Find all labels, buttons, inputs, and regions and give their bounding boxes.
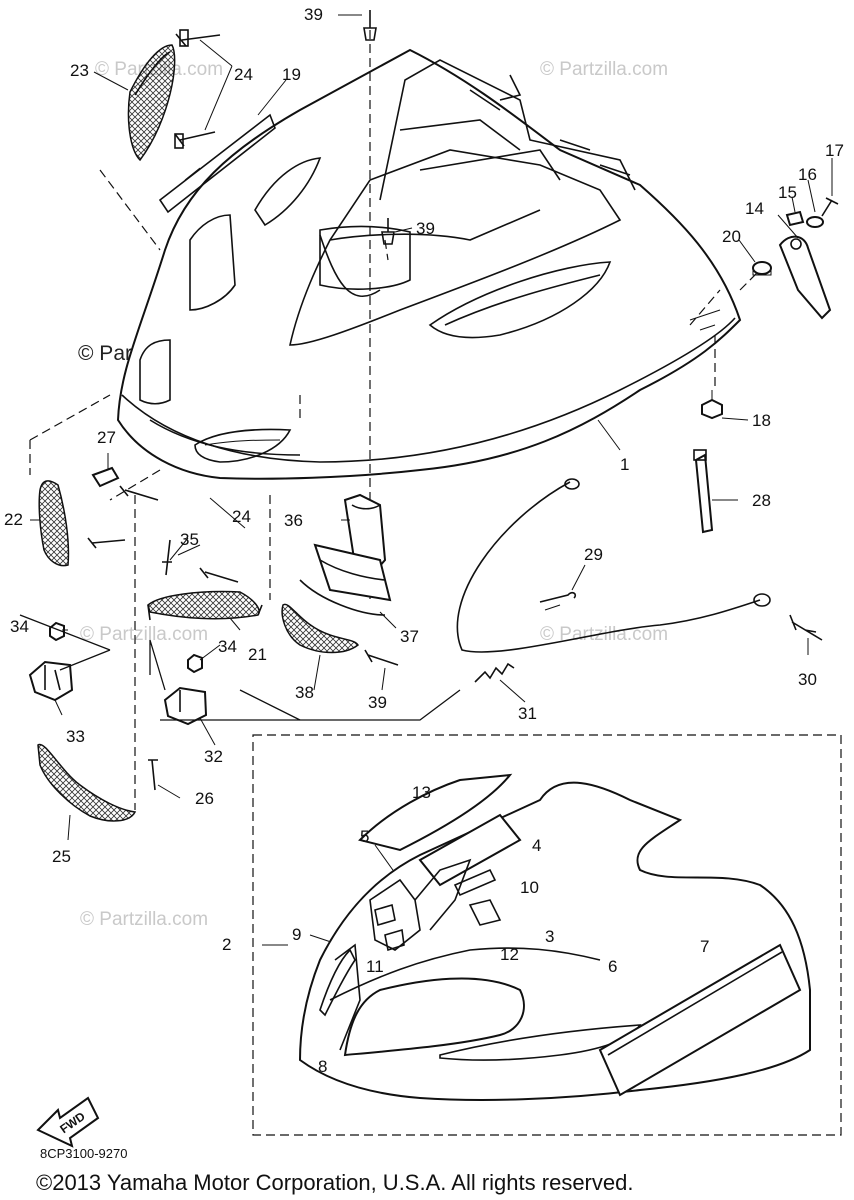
callout-15: 15	[778, 183, 797, 202]
grommet-part-20	[752, 261, 772, 276]
diagram-code: 8CP3100-9270	[40, 1146, 127, 1161]
callout-22: 22	[4, 510, 23, 529]
callout-14: 14	[745, 199, 764, 218]
assembly-lines	[29, 30, 761, 810]
callout-24-mid: 24	[232, 507, 251, 526]
mesh-part-25	[37, 743, 137, 822]
callout-28: 28	[752, 491, 771, 510]
callout-35: 35	[180, 530, 199, 549]
bolt-part-17	[821, 197, 839, 217]
callout-39-top: 39	[304, 5, 323, 24]
callout-20: 20	[722, 227, 741, 246]
callout-33: 33	[66, 727, 85, 746]
callout-39-low: 39	[368, 693, 387, 712]
screw-part-22	[87, 537, 126, 549]
cable-tie-part-28	[693, 449, 714, 534]
callout-32: 32	[204, 747, 223, 766]
watermark: © Partzilla.com	[80, 909, 208, 930]
rivet-part-30	[789, 614, 823, 641]
callout-17: 17	[825, 141, 844, 160]
callout-36: 36	[284, 511, 303, 530]
callout-34-right: 34	[218, 637, 237, 656]
washer-part-16	[806, 216, 824, 228]
watermark: © Partzilla.com	[80, 624, 208, 645]
callout-38: 38	[295, 683, 314, 702]
rivet-part-24-top	[174, 29, 221, 149]
callout-11: 11	[366, 957, 384, 976]
callout-19: 19	[282, 65, 301, 84]
screw-part-35	[162, 539, 172, 576]
bracket-part-33	[28, 660, 74, 702]
bracket-part-14	[778, 235, 832, 320]
callout-39-mid: 39	[416, 219, 435, 238]
callout-25: 25	[52, 847, 71, 866]
callout-34-left: 34	[10, 617, 29, 636]
cable-assembly-part-29-31	[456, 478, 771, 683]
copyright-notice: ©2013 Yamaha Motor Corporation, U.S.A. A…	[36, 1170, 633, 1195]
rivet-part-26	[148, 759, 158, 791]
decal-part-19	[158, 113, 276, 214]
callout-4: 4	[532, 836, 541, 855]
callout-23: 23	[70, 61, 89, 80]
callout-10: 10	[520, 878, 539, 897]
duct-part-37	[299, 543, 392, 616]
callout-6: 6	[608, 957, 617, 976]
callout-26: 26	[195, 789, 214, 808]
fwd-arrow-icon: FWD	[36, 1096, 100, 1148]
nut-part-34-left	[49, 621, 65, 642]
callout-1: 1	[620, 455, 629, 474]
subassembly-box	[252, 734, 842, 1136]
nut-part-34-right	[187, 653, 203, 674]
callout-labels: 1 2 3 4 5 6 7 8 9 10 11 12 13 14 15 16 1…	[4, 5, 844, 1076]
callout-29: 29	[584, 545, 603, 564]
bracket-part-32	[163, 686, 208, 726]
nut-part-18	[701, 390, 723, 420]
callout-8: 8	[318, 1057, 327, 1076]
callout-12: 12	[500, 945, 519, 964]
clip-part-27	[91, 466, 120, 488]
callout-31: 31	[518, 704, 537, 723]
callout-3: 3	[545, 927, 554, 946]
vent-mesh-part-23	[127, 44, 176, 162]
callout-5: 5	[360, 827, 369, 846]
collar-part-15	[785, 210, 805, 227]
rivet-part-24-mid	[119, 485, 239, 583]
callout-21: 21	[248, 645, 267, 664]
callout-27: 27	[97, 428, 116, 447]
mesh-part-38	[281, 603, 359, 654]
callout-7: 7	[700, 937, 709, 956]
rivet-part-39-low	[364, 649, 399, 666]
callout-9: 9	[292, 925, 301, 944]
callout-16: 16	[798, 165, 817, 184]
callout-18: 18	[752, 411, 771, 430]
hood-assembly-part-2	[298, 773, 811, 1101]
callout-13: 13	[412, 783, 431, 802]
rivet-part-39-top	[363, 10, 377, 41]
grille-part-21	[147, 590, 263, 621]
watermark: © Partzilla.com	[540, 59, 668, 80]
callout-30: 30	[798, 670, 817, 689]
callout-24: 24	[234, 65, 253, 84]
hood-part-1	[116, 48, 742, 480]
callout-37: 37	[400, 627, 419, 646]
rivet-part-39-mid	[381, 218, 395, 245]
mesh-part-22	[38, 480, 70, 567]
callout-2: 2	[222, 935, 231, 954]
